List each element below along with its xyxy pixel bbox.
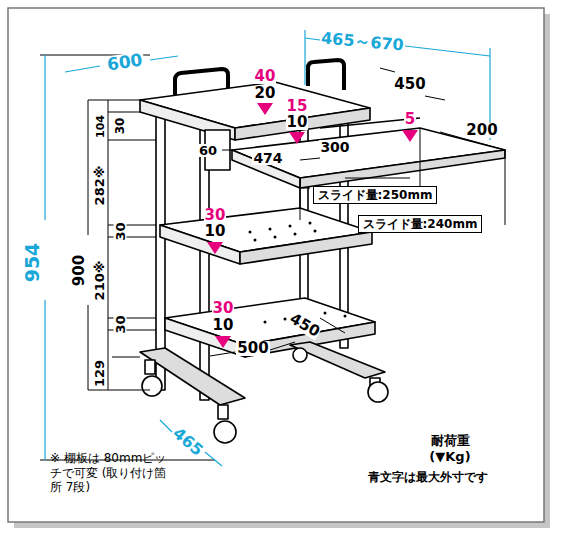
note-text: ※ 棚板は 80mmピッチで可変 (取り付け箇所 7段)	[50, 451, 170, 494]
dimension-label: 129	[93, 358, 106, 387]
dimension-label: 954	[23, 241, 42, 283]
dimension-label: 10	[212, 318, 235, 333]
dimension-label: 30	[212, 301, 235, 316]
slide-amount: スライド量:240mm	[358, 215, 483, 233]
dimension-label: 5	[404, 112, 416, 127]
dimension-label: 青文字は最大外寸です	[367, 471, 489, 483]
dimension-label: 15	[286, 99, 309, 114]
dimension-label: 30	[114, 117, 126, 136]
dimension-label: 600	[105, 51, 145, 73]
dimension-label: 20	[254, 86, 277, 101]
dimension-label: 300	[319, 140, 350, 154]
dimension-label: 450	[393, 77, 426, 92]
dimension-label: 282※	[94, 164, 107, 206]
dimension-label: 10	[204, 224, 227, 239]
dimension-label: 60	[198, 144, 218, 157]
dimension-label: 10	[286, 115, 309, 130]
dimension-label: 30	[114, 314, 127, 334]
dimension-label: 104	[95, 114, 106, 139]
dimension-label: 40	[254, 69, 277, 84]
dimension-label: 900	[73, 253, 88, 286]
dimension-label: 474	[252, 151, 283, 165]
dimension-label: 200	[465, 123, 498, 138]
dimension-label: 30	[204, 208, 227, 223]
dimension-label: 30	[114, 221, 127, 241]
dimension-label: 耐荷重 (▼Kg)	[420, 433, 480, 464]
dimension-label: 210※	[94, 259, 107, 301]
slide-amount: スライド量:250mm	[313, 186, 438, 204]
dimension-label: 500	[236, 341, 269, 356]
